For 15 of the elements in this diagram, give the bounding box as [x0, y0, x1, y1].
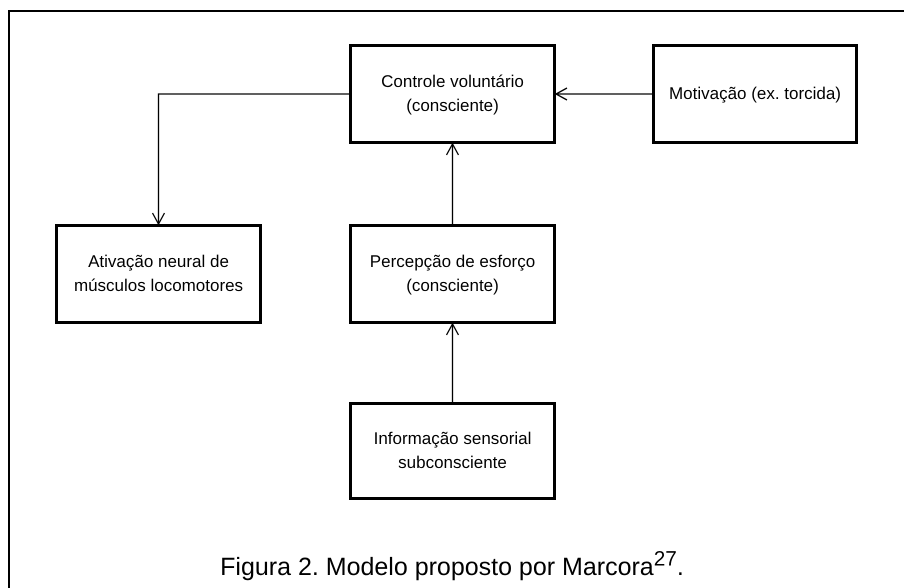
process-box: [55, 224, 262, 324]
box-text: Motivação (ex. torcida): [669, 83, 841, 105]
box-text: Ativação neural de músculos locomotores: [72, 251, 244, 297]
process-box: [349, 44, 556, 144]
arrow: [152, 93, 349, 225]
arrow: [446, 323, 460, 402]
process-box: [349, 402, 556, 500]
arrow: [446, 143, 460, 224]
process-box: [652, 44, 858, 144]
box-text: Percepção de esforço (consciente): [368, 251, 536, 297]
box-text: Informação sensorial subconsciente: [372, 428, 532, 474]
arrow: [555, 87, 652, 101]
figure-caption: Figura 2. Modelo proposto por Marcora$^{27}$.: [220, 553, 684, 582]
box-text: Controle voluntário (consciente): [380, 71, 525, 117]
process-box: [349, 224, 556, 324]
